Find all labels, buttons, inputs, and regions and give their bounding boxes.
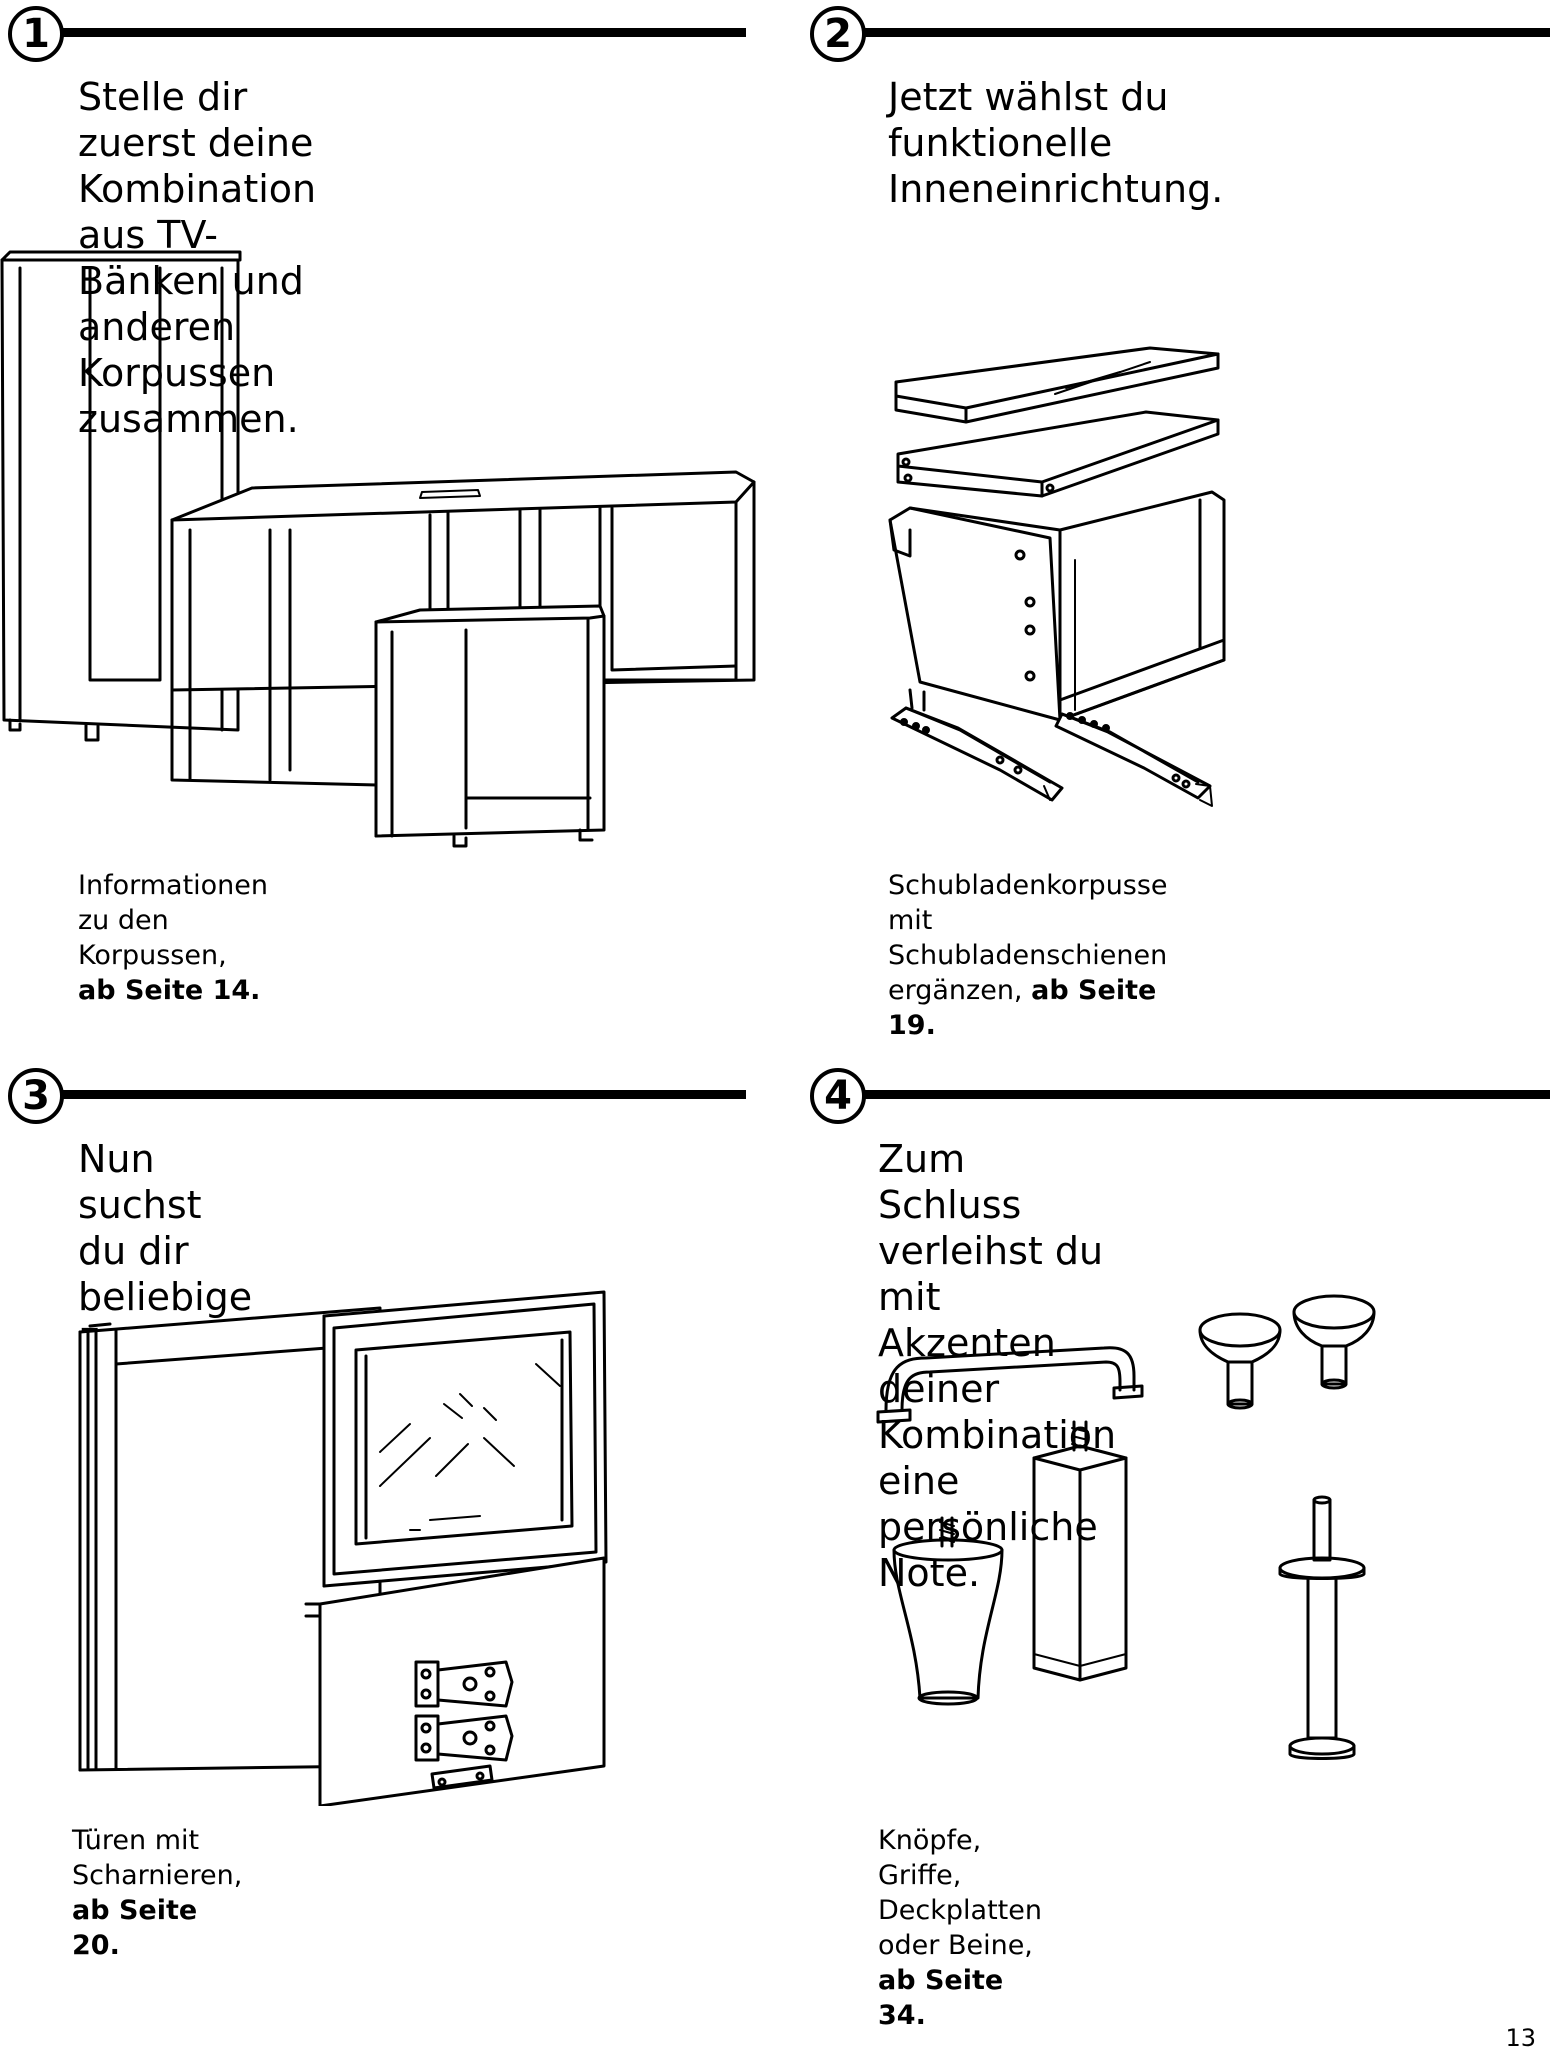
- knobs-handles-legs-icon: [876, 1294, 1376, 1760]
- step-4-caption-text: Knöpfe, Griffe, Deckplatten oder Beine,: [878, 1825, 1042, 1961]
- step-2-number-badge: 2: [810, 6, 866, 62]
- step-2-caption-text: Schubladenkorpusse mit Schubladenschiene…: [888, 870, 1168, 1006]
- knob-icon: [1198, 1312, 1282, 1410]
- pin-leg-icon: [1278, 1495, 1366, 1760]
- step-1-number-badge: 1: [8, 6, 64, 62]
- handle-icon: [876, 1346, 1144, 1424]
- step-3-number: 3: [22, 1073, 50, 1119]
- step-2-page-ref: ab Seite 19.: [888, 975, 1157, 1041]
- drawer-with-rails-icon: [888, 346, 1226, 807]
- doors-with-hinges-icon: [78, 1290, 608, 1806]
- step-1-caption-text: Informationen zu den Korpussen,: [78, 870, 269, 971]
- step-1-heading: Stelle dir zuerst deine Kombination aus …: [78, 75, 317, 441]
- step-4-number-badge: 4: [810, 1068, 866, 1124]
- step-2-heading: Jetzt wählst du funktionelle Inneneinric…: [888, 75, 1224, 211]
- step-3-page-ref: ab Seite 20.: [72, 1895, 198, 1961]
- step-2-caption: Schubladenkorpusse mit Schubladenschiene…: [888, 868, 1168, 1043]
- page-number: 13: [1505, 2024, 1536, 2052]
- step-3-caption: Türen mit Scharnieren, ab Seite 20.: [72, 1823, 242, 1963]
- step-3-rule: [40, 1090, 746, 1099]
- square-leg-icon: [1032, 1420, 1128, 1682]
- step-3-caption-text: Türen mit Scharnieren,: [72, 1825, 243, 1891]
- step-1-page-ref: ab Seite 14.: [78, 975, 261, 1006]
- step-4-number: 4: [824, 1073, 852, 1119]
- step-4-page-ref: ab Seite 34.: [878, 1965, 1004, 2031]
- knob-icon: [1292, 1294, 1376, 1390]
- step-2-rule: [846, 28, 1550, 37]
- step-2-number: 2: [824, 11, 852, 57]
- step-1-caption: Informationen zu den Korpussen, ab Seite…: [78, 868, 268, 1008]
- step-1-number: 1: [22, 11, 50, 57]
- step-3-number-badge: 3: [8, 1068, 64, 1124]
- step-4-rule: [846, 1090, 1550, 1099]
- step-1-rule: [40, 28, 746, 37]
- step-4-heading: Zum Schluss verleihst du mit Akzenten de…: [878, 1137, 1117, 1595]
- tv-bench-and-cabinets-icon: [0, 250, 756, 848]
- tapered-leg-icon: [892, 1516, 1004, 1706]
- step-4-caption: Knöpfe, Griffe, Deckplatten oder Beine, …: [878, 1823, 1042, 2033]
